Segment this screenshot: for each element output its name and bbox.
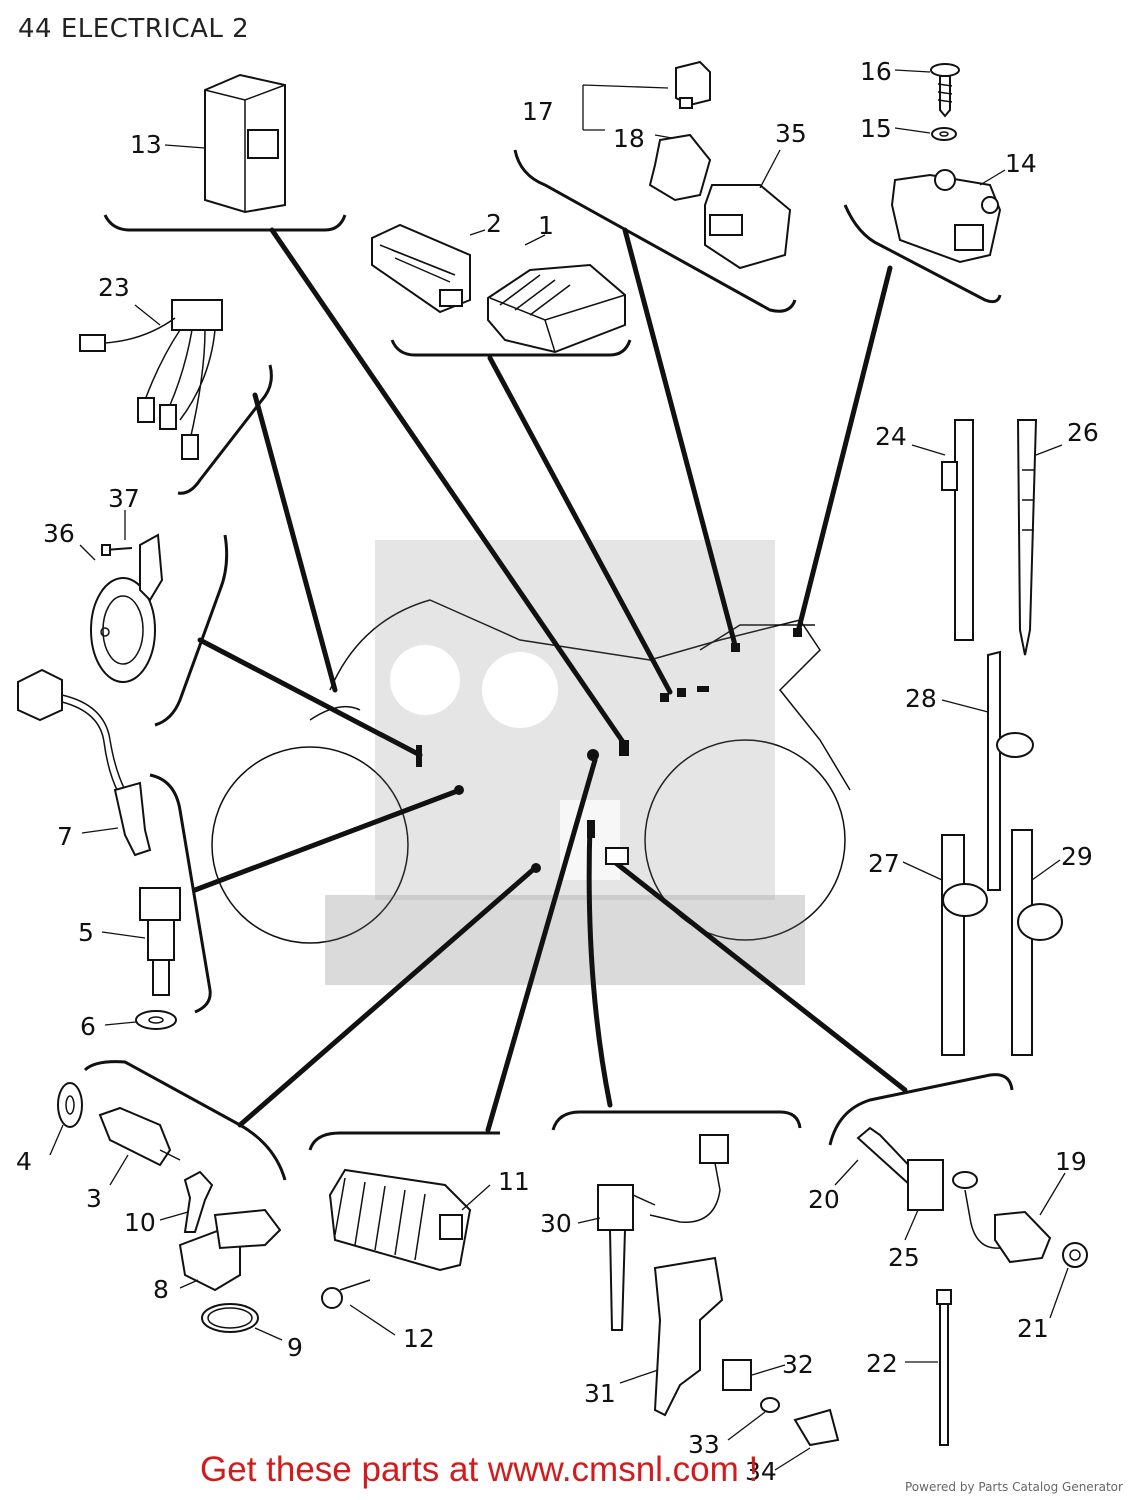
callout-33: 33: [688, 1430, 720, 1459]
part-24-29-cable-ties: [902, 419, 1063, 1056]
promo-link[interactable]: Get these parts at www.cmsnl.com !: [200, 1450, 759, 1489]
callout-19: 19: [1055, 1147, 1087, 1176]
callout-17: 17: [522, 97, 554, 126]
callout-10: 10: [124, 1208, 156, 1237]
part-11-12-rectifier: [321, 1168, 491, 1336]
part-13-unit: [164, 73, 286, 214]
part-1-2-connectors: [371, 223, 626, 354]
callout-7: 7: [57, 822, 73, 851]
part-19-22-25: [834, 1126, 1088, 1446]
connection-lines: [192, 227, 908, 1133]
callout-35: 35: [775, 119, 807, 148]
callout-18: 18: [613, 124, 645, 153]
motorcycle-outline: [211, 599, 851, 944]
part-3-4-8-9-10: [49, 1082, 283, 1341]
cms-watermark: [325, 540, 805, 985]
connection-points: [416, 628, 802, 873]
callout-6: 6: [80, 1012, 96, 1041]
callout-28: 28: [905, 684, 937, 713]
callout-31: 31: [584, 1379, 616, 1408]
part-7-sensor: [17, 668, 152, 857]
callout-11: 11: [498, 1167, 530, 1196]
callout-32: 32: [782, 1350, 814, 1379]
callout-30: 30: [540, 1209, 572, 1238]
callout-14: 14: [1005, 149, 1037, 178]
callout-4: 4: [16, 1147, 32, 1176]
callout-labels: 1 2 3 4 5 6 7 8 9 10 11 12 13 14 15 16 1…: [16, 57, 1099, 1486]
callout-20: 20: [808, 1185, 840, 1214]
part-23-harness: [79, 299, 223, 460]
callout-23: 23: [98, 273, 130, 302]
callout-9: 9: [287, 1333, 303, 1362]
group-braces: [83, 149, 1014, 1181]
page-title: 44 ELECTRICAL 2: [18, 14, 250, 44]
callout-1: 1: [538, 211, 554, 240]
callout-8: 8: [153, 1275, 169, 1304]
callout-37: 37: [108, 484, 140, 513]
callout-12: 12: [403, 1324, 435, 1353]
callout-26: 26: [1067, 418, 1099, 447]
callout-13: 13: [130, 130, 162, 159]
generator-credit: Powered by Parts Catalog Generator: [905, 1480, 1123, 1494]
callout-5: 5: [78, 918, 94, 947]
callout-24: 24: [875, 422, 907, 451]
callout-22: 22: [866, 1349, 898, 1378]
callout-21: 21: [1017, 1314, 1049, 1343]
part-17-18-35: [582, 60, 792, 270]
callout-27: 27: [868, 849, 900, 878]
callout-3: 3: [86, 1184, 102, 1213]
callout-2: 2: [486, 209, 502, 238]
callout-15: 15: [860, 114, 892, 143]
part-30-34-switch: [577, 1134, 840, 1471]
part-14-15-16: [890, 63, 1006, 264]
callout-16: 16: [860, 57, 892, 86]
callout-29: 29: [1061, 842, 1093, 871]
part-36-horn: [79, 510, 164, 683]
part-5-6-sensor: [101, 887, 181, 1030]
callout-25: 25: [888, 1243, 920, 1272]
callout-34: 34: [745, 1457, 777, 1486]
callout-36: 36: [43, 519, 75, 548]
